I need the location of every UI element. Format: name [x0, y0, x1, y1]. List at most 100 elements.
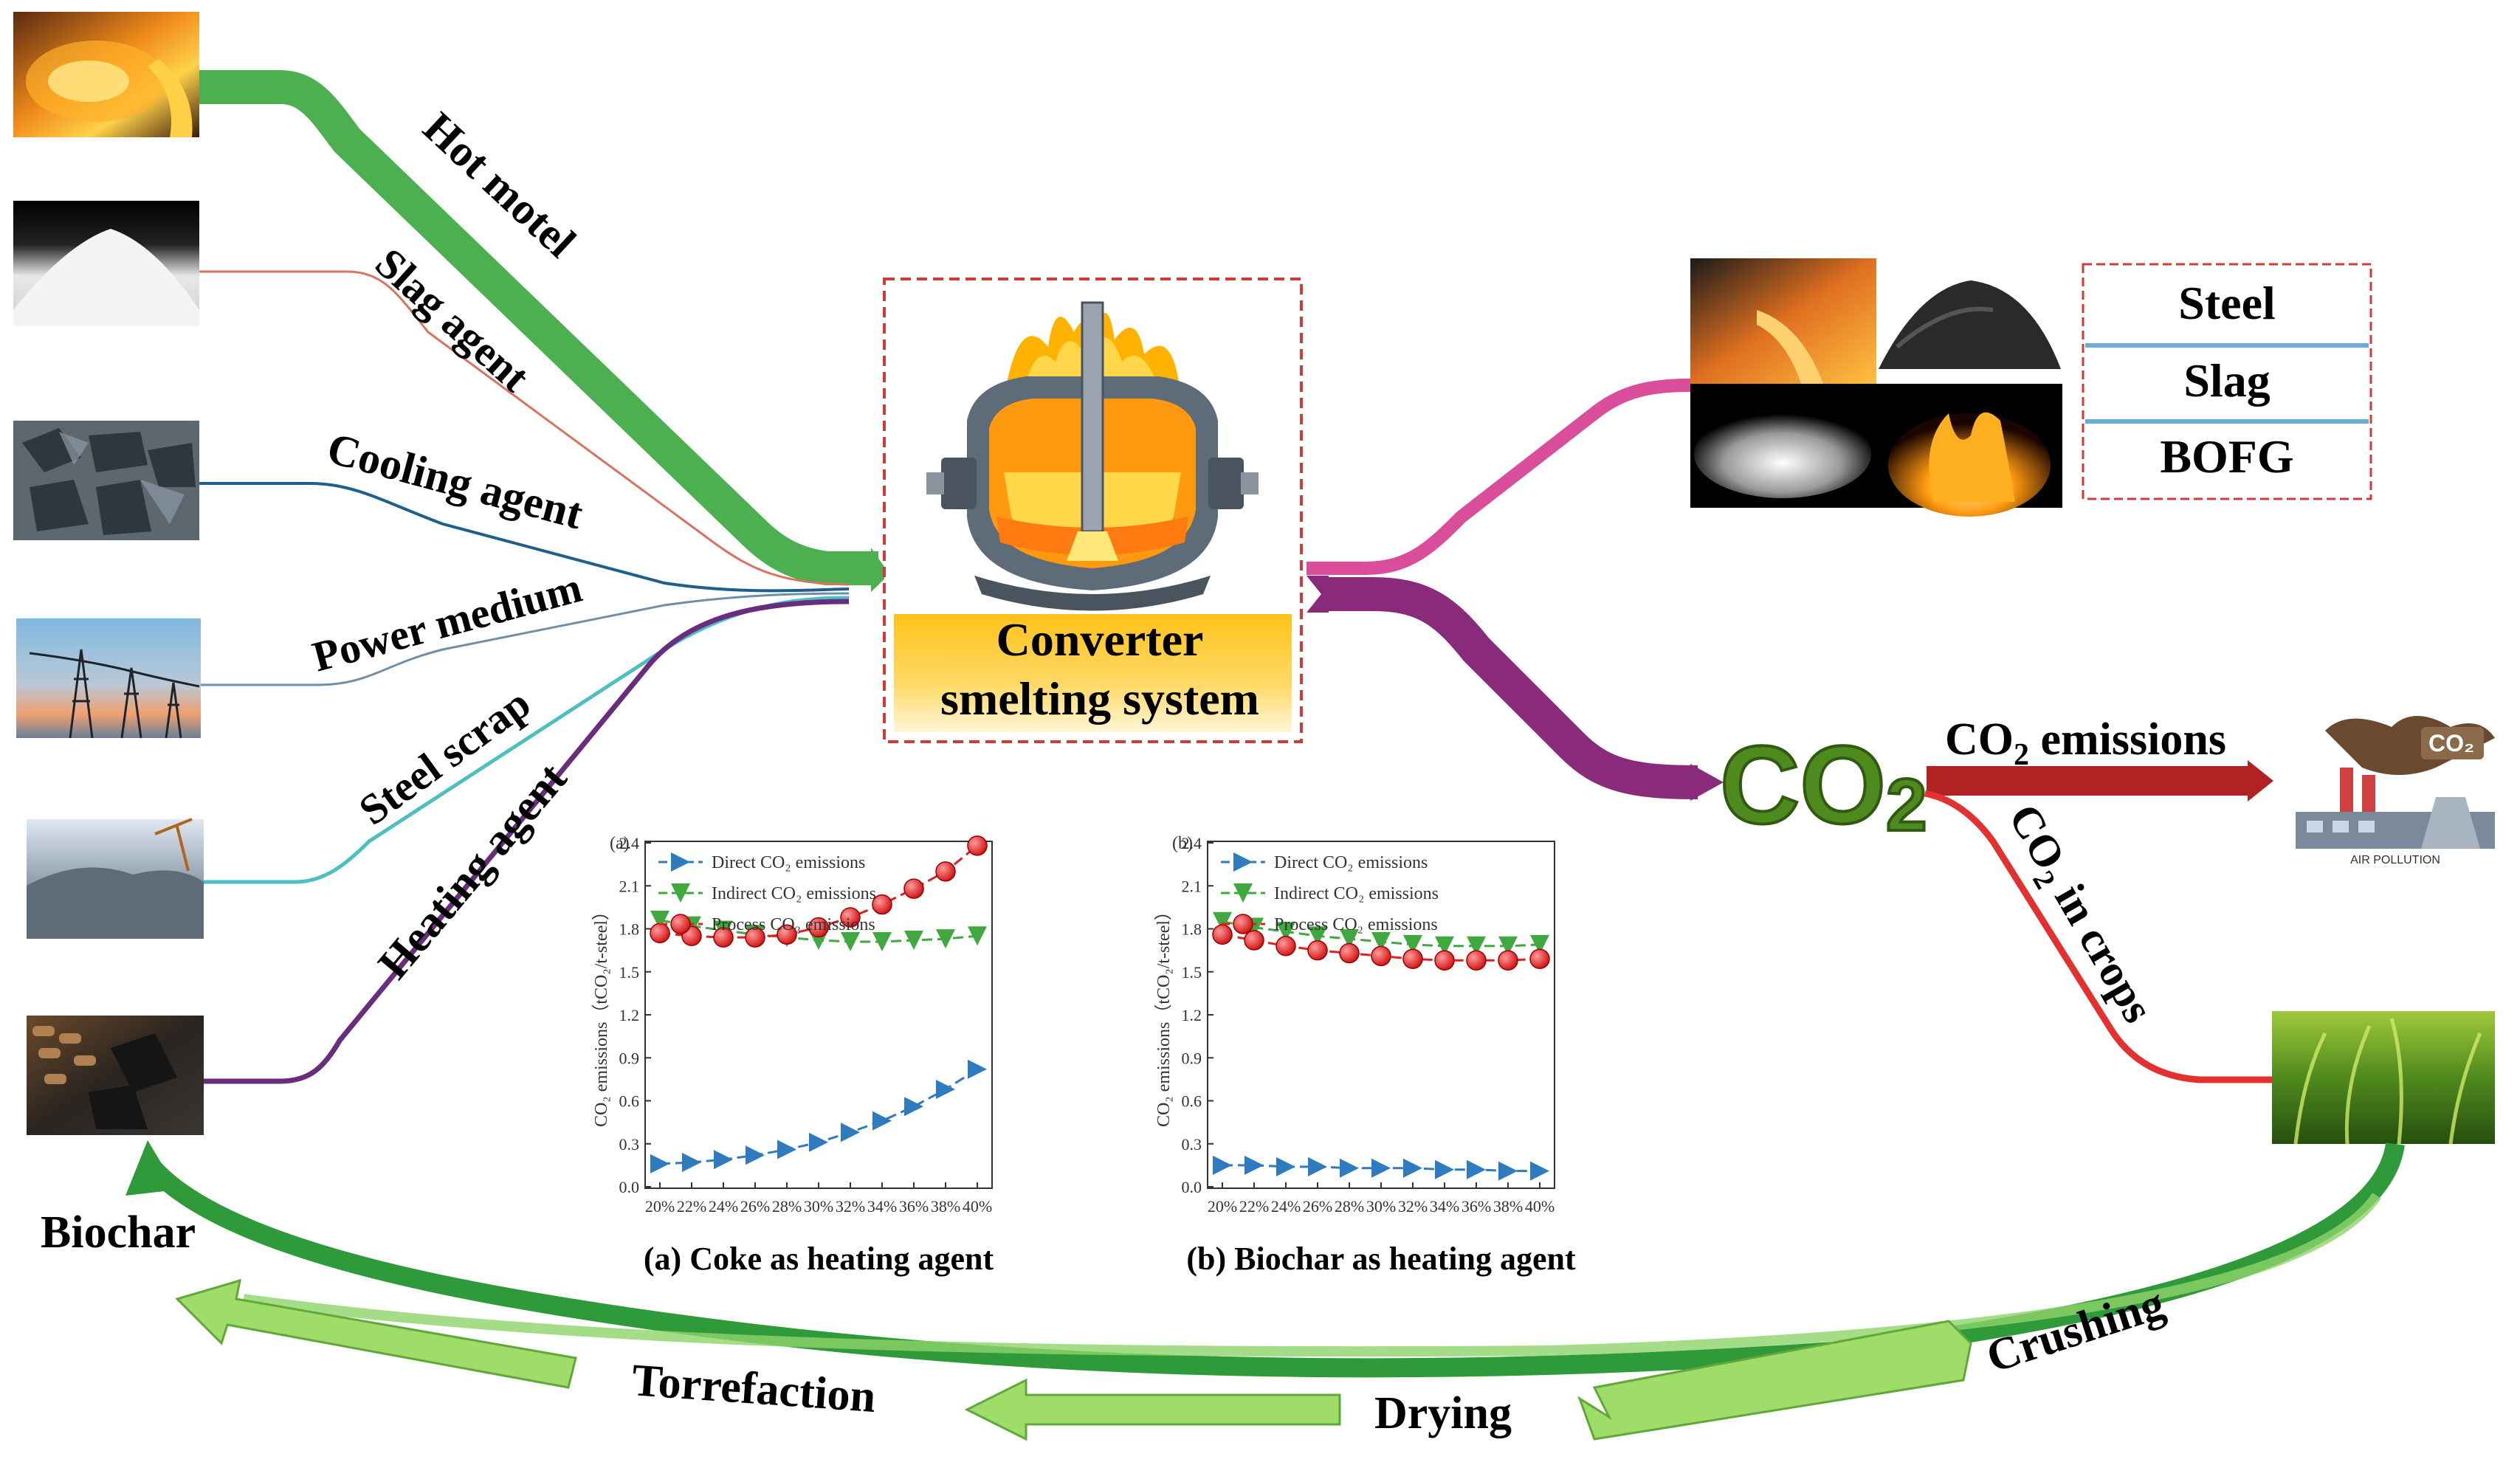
- steel-pouring-image: [1690, 258, 1876, 384]
- cooling-agent-image: [13, 421, 199, 540]
- y-tick-label: 2.4: [1182, 834, 1202, 852]
- data-point: [968, 1059, 987, 1079]
- data-point: [713, 927, 734, 948]
- data-point: [1340, 1158, 1359, 1178]
- chart-caption: (a) Coke as heating agent: [644, 1241, 994, 1277]
- data-point: [872, 931, 892, 951]
- data-point: [1276, 936, 1296, 956]
- data-point: [1530, 934, 1549, 954]
- data-point: [809, 1132, 828, 1152]
- data-point: [841, 931, 860, 951]
- data-point: [1276, 922, 1295, 942]
- data-point: [1435, 936, 1454, 956]
- power-medium-label: Power medium: [308, 563, 587, 681]
- data-point: [1213, 911, 1232, 931]
- svg-text:CO2: CO2: [1720, 723, 1927, 847]
- drying-arrow: [964, 1378, 1341, 1441]
- legend-label: Indirect CO₂ emissions: [1274, 884, 1439, 903]
- data-point: [1371, 945, 1391, 967]
- torrefaction-arrow: [175, 1278, 577, 1389]
- slag-agent-flow: [199, 270, 850, 586]
- data-point: [904, 1097, 923, 1117]
- data-point: [1403, 1158, 1422, 1178]
- output-steel: Steel: [2178, 277, 2276, 329]
- x-tick-label: 20%: [1208, 1197, 1237, 1216]
- output-list: Steel Slag BOFG: [2082, 263, 2372, 500]
- data-point: [1308, 926, 1327, 946]
- co2-in-crops-flow: [1924, 790, 2273, 1083]
- data-point: [1307, 940, 1328, 961]
- x-tick-label: 22%: [677, 1197, 706, 1216]
- biochar-image: [27, 1016, 204, 1135]
- legend-label: Process CO₂ emissions: [1274, 915, 1438, 934]
- x-tick-label: 36%: [1462, 1197, 1491, 1216]
- data-point: [650, 1154, 669, 1173]
- data-point: [903, 878, 924, 899]
- data-point: [1467, 936, 1486, 956]
- converter-title-line2: smelting system: [940, 672, 1259, 725]
- co2-flow-arrowhead: [1690, 764, 1724, 801]
- legend-label: Indirect CO₂ emissions: [712, 884, 876, 903]
- x-tick-label: 22%: [1239, 1197, 1269, 1216]
- data-point: [1308, 1157, 1327, 1176]
- products-flow: [1307, 379, 1691, 575]
- x-tick-label: 34%: [1430, 1197, 1459, 1216]
- cooling-agent-flow: [199, 482, 850, 593]
- data-point: [840, 907, 861, 928]
- x-tick-label: 40%: [1525, 1197, 1555, 1216]
- data-point: [1435, 1159, 1454, 1179]
- y-tick-label: 2.1: [619, 877, 640, 895]
- y-axis-label: CO₂ emissions（tCO₂/t-steel）: [1154, 903, 1174, 1127]
- hot-metal-flow-arrowhead: [871, 548, 889, 592]
- plot-frame: [1207, 841, 1555, 1189]
- y-tick-label: 0.0: [619, 1178, 640, 1196]
- data-point: [650, 923, 670, 944]
- converter-icon: [926, 301, 1259, 611]
- y-tick-label: 1.5: [1182, 963, 1202, 982]
- data-point: [1466, 950, 1487, 971]
- legend-label: Direct CO₂ emissions: [712, 853, 865, 872]
- x-tick-label: 30%: [804, 1197, 833, 1216]
- legend-marker: [671, 883, 690, 903]
- crushing-arrow: [1577, 1320, 1972, 1441]
- co2-flow: [1321, 577, 1698, 799]
- legend-label: Process CO₂ emissions: [712, 915, 875, 934]
- x-tick-label: 28%: [1335, 1197, 1364, 1216]
- y-tick-label: 1.8: [1182, 920, 1202, 939]
- data-point: [777, 1140, 796, 1159]
- legend-marker: [671, 852, 690, 872]
- data-point: [1340, 929, 1359, 949]
- data-point: [1276, 1157, 1295, 1176]
- x-tick-label: 20%: [645, 1197, 675, 1216]
- converter-label-band: [894, 614, 1292, 732]
- y-tick-label: 2.1: [1182, 877, 1202, 895]
- legend-marker: [1233, 914, 1253, 934]
- steel-scrap-image: [27, 818, 204, 939]
- data-point: [1339, 942, 1360, 964]
- y-tick-label: 0.9: [619, 1049, 640, 1067]
- heating-agent-flow: [204, 599, 850, 1084]
- y-tick-label: 2.4: [619, 834, 640, 852]
- y-tick-label: 0.6: [1182, 1092, 1202, 1111]
- biochar-return-arrowhead: [125, 1140, 177, 1196]
- x-tick-label: 40%: [963, 1197, 992, 1216]
- fire-image: [1876, 384, 2062, 517]
- legend-marker: [670, 914, 691, 934]
- x-tick-label: 32%: [1398, 1197, 1428, 1216]
- data-point: [1498, 936, 1518, 956]
- data-point: [650, 910, 669, 930]
- chart-caption: (b) Biochar as heating agent: [1186, 1241, 1576, 1277]
- air-pollution-factory-icon: CO₂ AIR POLLUTION: [2288, 716, 2510, 866]
- x-tick-label: 36%: [899, 1197, 929, 1216]
- torrefaction-label: Torrefaction: [630, 1355, 878, 1422]
- y-tick-label: 0.3: [619, 1135, 640, 1154]
- x-tick-label: 24%: [709, 1197, 738, 1216]
- data-point: [1371, 931, 1391, 951]
- data-point: [968, 926, 987, 946]
- data-point: [1244, 1155, 1264, 1175]
- co2-emissions-label: CO2 emissions: [1945, 714, 2226, 772]
- data-point: [1530, 1161, 1549, 1181]
- x-tick-label: 30%: [1366, 1197, 1396, 1216]
- slag-image: [1876, 258, 2062, 384]
